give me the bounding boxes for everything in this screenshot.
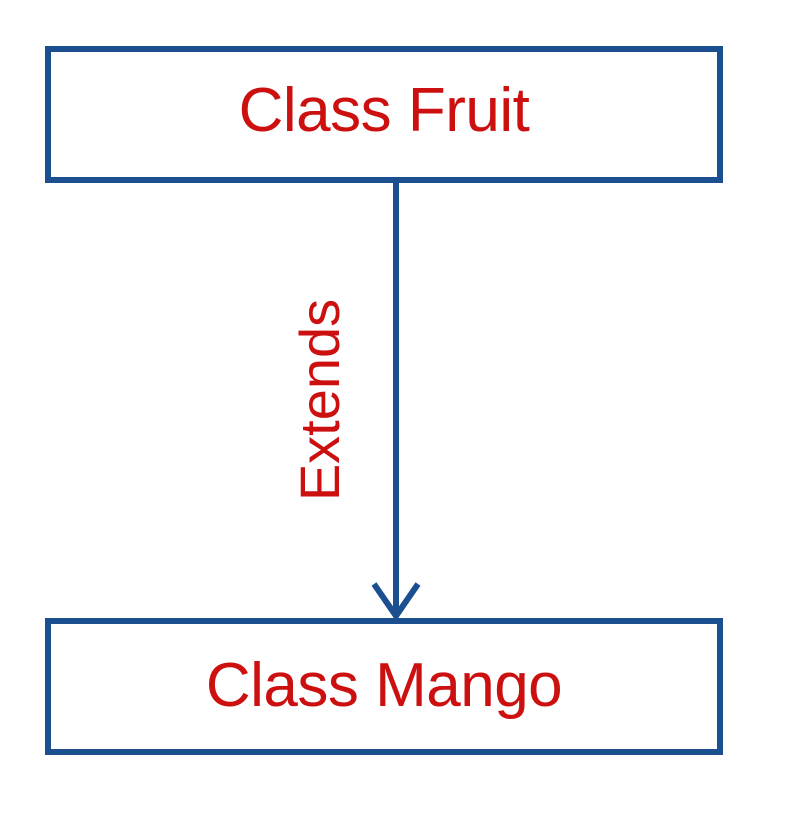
class-box-fruit-label: Class Fruit	[238, 75, 530, 145]
class-box-fruit[interactable]: Class Fruit	[45, 46, 723, 183]
arrow-head-down-icon	[371, 582, 421, 622]
extends-edge-label: Extends	[288, 298, 351, 502]
class-box-mango-label: Class Mango	[205, 650, 563, 720]
class-box-mango[interactable]: Class Mango	[45, 618, 723, 755]
